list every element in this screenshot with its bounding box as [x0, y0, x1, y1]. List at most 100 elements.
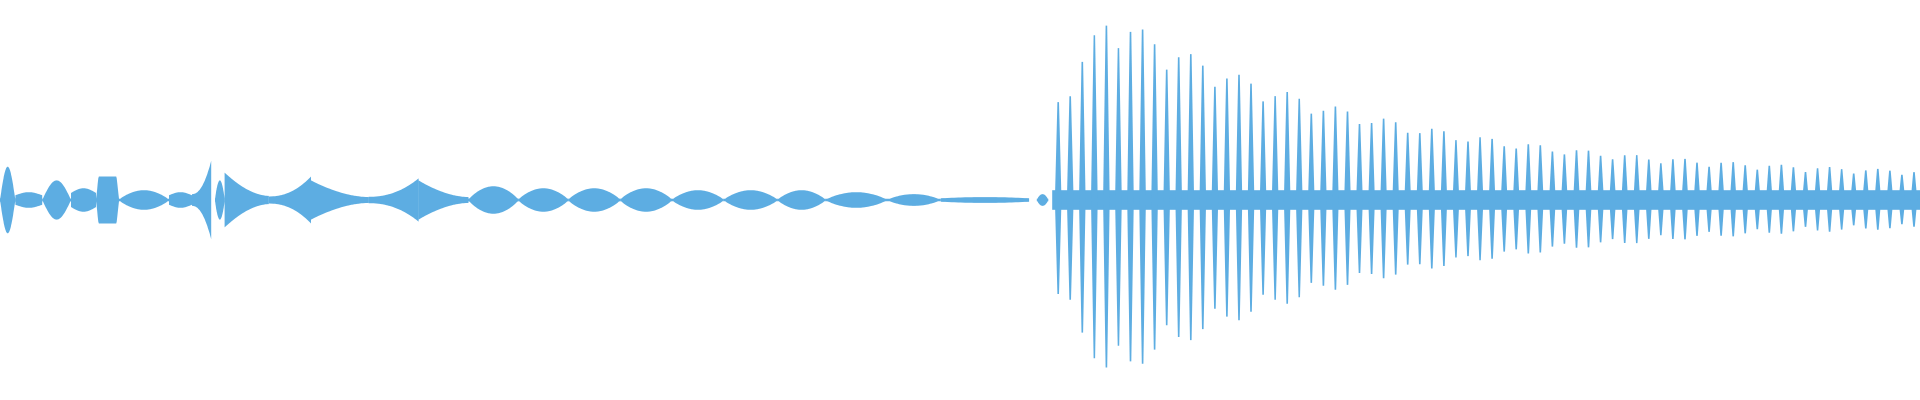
waveform-spike — [1259, 101, 1267, 295]
waveform-spike — [1199, 65, 1207, 330]
waveform-spike — [1561, 154, 1568, 244]
waveform-spike — [1814, 168, 1821, 231]
waveform-segment — [620, 188, 672, 212]
waveform-spike — [1295, 98, 1303, 298]
waveform-spike — [1790, 167, 1797, 232]
waveform-spike — [1066, 96, 1074, 300]
waveform-spike — [1633, 155, 1641, 244]
waveform-spike — [1368, 123, 1375, 274]
waveform-segment — [311, 180, 369, 220]
waveform-spike — [1717, 162, 1725, 236]
waveform-spike — [1416, 133, 1424, 265]
waveform-spike — [1356, 124, 1363, 273]
waveform-spike — [1549, 151, 1556, 247]
waveform-spike — [1850, 173, 1857, 226]
waveform-spike — [1320, 110, 1327, 286]
waveform-spike — [1283, 92, 1291, 304]
waveform-spike — [1910, 172, 1918, 227]
waveform-spike — [1621, 155, 1628, 243]
waveform-spike — [1115, 48, 1122, 346]
waveform-segment — [468, 186, 519, 214]
waveform-spike — [1247, 83, 1255, 312]
waveform-segment — [96, 176, 119, 224]
waveform-segment — [1036, 194, 1049, 206]
waveform-spike — [1741, 165, 1749, 234]
waveform-segment — [268, 176, 311, 224]
waveform-spike — [1500, 146, 1508, 252]
waveform-spike — [1452, 140, 1460, 258]
waveform-spike — [1754, 169, 1761, 230]
waveform-segment — [224, 172, 269, 228]
waveform-spike — [1826, 167, 1833, 232]
waveform-spike — [1380, 118, 1387, 279]
waveform-spike — [1091, 35, 1098, 359]
waveform-segment — [723, 190, 778, 210]
waveform-spike — [1802, 172, 1809, 227]
waveform-spike — [1585, 150, 1592, 248]
waveform-spike — [1898, 174, 1906, 225]
waveform-segment — [672, 190, 724, 210]
waveform-spike — [1163, 69, 1170, 326]
waveform-spike — [1693, 162, 1701, 236]
waveform-segment — [71, 188, 96, 212]
waveform-segment — [192, 160, 212, 240]
waveform-spike — [1332, 106, 1339, 290]
waveform-spike — [1488, 138, 1496, 259]
waveform-spike — [1886, 170, 1894, 229]
waveform-spike — [1440, 131, 1448, 266]
waveform-spike — [1054, 102, 1062, 294]
waveform-spike — [1609, 159, 1616, 240]
waveform-spike — [1151, 44, 1158, 350]
waveform-segment — [42, 180, 71, 220]
waveform-spike — [1223, 78, 1231, 317]
waveform-spike — [1537, 145, 1544, 253]
waveform-segment — [0, 166, 16, 234]
waveform-segment — [215, 180, 225, 220]
waveform-spike — [1512, 148, 1520, 250]
waveform-spike — [1308, 113, 1315, 283]
waveform-spike — [1645, 159, 1653, 239]
waveform-segment — [169, 192, 192, 208]
waveform-spike — [1862, 170, 1870, 229]
waveform-spike — [1211, 86, 1219, 309]
waveform-spike — [1476, 137, 1484, 261]
waveform-segment — [568, 188, 621, 212]
waveform-spike — [1344, 111, 1351, 285]
waveform-spike — [1404, 132, 1411, 265]
waveform-spike — [1705, 166, 1713, 232]
waveform-segment — [119, 190, 169, 210]
waveform-segment — [777, 190, 826, 210]
waveform-spike — [1573, 150, 1580, 248]
waveform-spike — [1187, 54, 1195, 341]
waveform-spike — [1127, 31, 1134, 362]
waveform-spike — [1766, 165, 1773, 233]
waveform-segment — [940, 197, 1030, 203]
waveform-segment — [368, 178, 419, 222]
waveform-segment — [15, 192, 43, 208]
waveform-spike — [1874, 168, 1882, 230]
waveform-spike — [1838, 169, 1845, 230]
waveform-spike — [1271, 96, 1279, 300]
waveform-segment — [825, 192, 887, 208]
waveform-spike — [1681, 158, 1689, 240]
waveform-baseline-band — [1052, 190, 1920, 210]
waveform-spike — [1428, 128, 1436, 269]
waveform-spike — [1669, 159, 1677, 239]
waveform-segment — [518, 188, 569, 212]
waveform-spike — [1729, 162, 1737, 237]
waveform-segment — [418, 180, 469, 220]
waveform-spike — [1464, 141, 1472, 257]
waveform-spike — [1235, 74, 1243, 321]
waveform-spike — [1392, 122, 1399, 275]
waveform-spike — [1778, 164, 1785, 234]
waveform-shapes — [0, 25, 1920, 368]
waveform-spike — [1597, 155, 1604, 243]
waveform-spike — [1175, 57, 1182, 338]
waveform-segment — [887, 194, 941, 206]
waveform-spike — [1103, 25, 1110, 368]
waveform-spike — [1079, 61, 1086, 333]
waveform-spike — [1657, 163, 1665, 236]
waveform-spike — [1525, 144, 1532, 254]
